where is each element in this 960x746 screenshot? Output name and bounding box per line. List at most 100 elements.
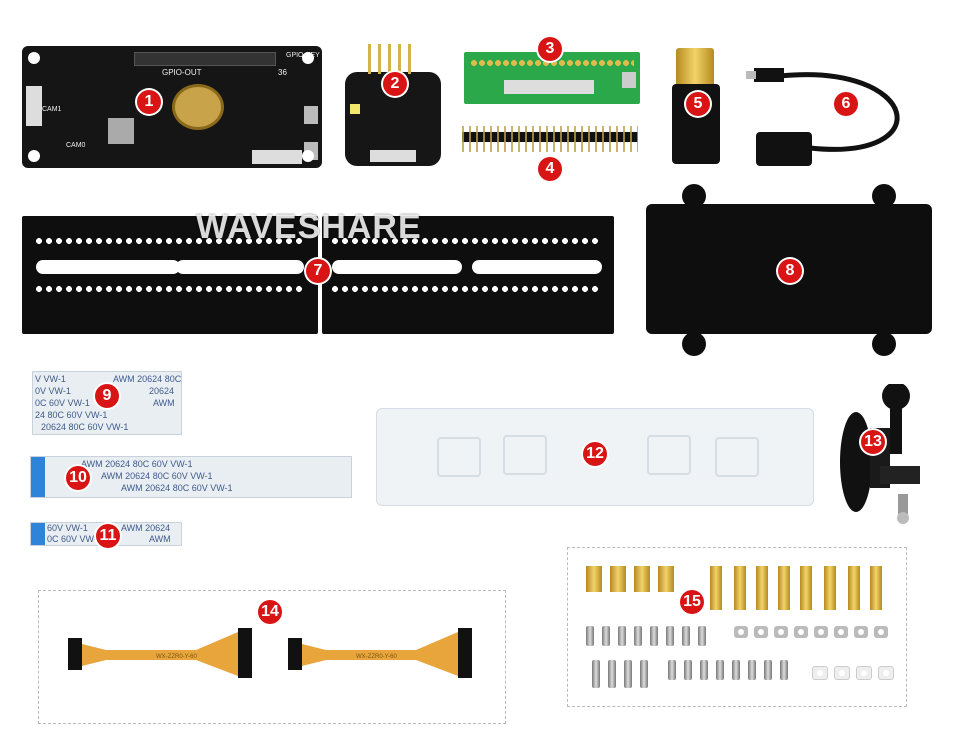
- battery-holder: [172, 84, 224, 130]
- mount-hole: [302, 150, 314, 162]
- acrylic-cutout: [715, 437, 759, 477]
- hardware-group-frame: [567, 547, 907, 707]
- mount-plate-tab: [872, 332, 896, 356]
- ribbon-text: 24 80C 60V VW-1: [35, 410, 108, 420]
- sd-slot: [108, 118, 134, 144]
- screw-long: [640, 660, 648, 688]
- acrylic-cutout: [503, 435, 547, 475]
- mount-plate-tab: [682, 332, 706, 356]
- hex-nut: [854, 626, 868, 638]
- pad-row: [470, 58, 634, 68]
- ribbon-text: AWM: [153, 398, 175, 408]
- slot: [332, 260, 462, 274]
- hex-nut: [874, 626, 888, 638]
- standoff-long: [710, 566, 722, 610]
- acrylic-plate: [376, 408, 814, 506]
- adapter-group-frame: [38, 590, 506, 724]
- standoff-long: [870, 566, 882, 610]
- badge-6: 6: [834, 92, 858, 116]
- nylon-nut: [812, 666, 828, 680]
- badge-15: 15: [680, 590, 704, 614]
- standoff-short: [658, 566, 674, 592]
- screw: [780, 660, 788, 680]
- flex-adapter-right: WX-ZZR0-Y-60: [288, 628, 472, 678]
- screw: [716, 660, 724, 680]
- ribbon-text: V VW-1: [35, 374, 66, 384]
- badge-13: 13: [861, 430, 885, 454]
- standoff-long: [756, 566, 768, 610]
- screw: [634, 626, 642, 646]
- hex-nut: [814, 626, 828, 638]
- mount-plate-tab: [682, 184, 706, 208]
- ffc-connector: [504, 80, 594, 94]
- nylon-nut: [856, 666, 872, 680]
- led: [350, 104, 360, 114]
- standoff-long: [778, 566, 790, 610]
- hex-nut: [834, 626, 848, 638]
- hex-nut: [734, 626, 748, 638]
- standoff-long: [734, 566, 746, 610]
- hole-row: [36, 238, 302, 244]
- hole-row: [36, 286, 302, 292]
- standoff-long: [800, 566, 812, 610]
- screw-long: [624, 660, 632, 688]
- cam0-connector: [252, 150, 302, 164]
- ffc-connector: [370, 150, 416, 162]
- mount-hole: [302, 52, 314, 64]
- adapter-label: WX-ZZR0-Y-60: [356, 654, 397, 660]
- ribbon-tip: [31, 457, 45, 497]
- screw: [668, 660, 676, 680]
- screw: [684, 660, 692, 680]
- ribbon-text: AWM 20624 80C: [113, 374, 182, 384]
- screw: [586, 626, 594, 646]
- screw-long: [592, 660, 600, 688]
- ribbon-text: 20624: [149, 386, 175, 396]
- ribbon-tip: [31, 523, 45, 545]
- ribbon-text: 0C 60V VW-1: [35, 398, 90, 408]
- screw: [732, 660, 740, 680]
- ribbon-text: AWM 20624 80C 60V VW-1: [81, 459, 193, 469]
- mount-plate-long-right: [322, 216, 614, 334]
- hex-nut: [794, 626, 808, 638]
- hdmi-plug: [676, 48, 714, 88]
- hole-row: [332, 286, 602, 292]
- cam1-connector: [26, 86, 42, 126]
- slot: [176, 260, 304, 274]
- pins: [462, 126, 638, 152]
- mount-hole: [28, 52, 40, 64]
- badge-12: 12: [583, 442, 607, 466]
- badge-2: 2: [383, 72, 407, 96]
- ribbon-text: AWM 20624: [121, 523, 171, 533]
- adapter-label: WX-ZZR0-Y-60: [156, 654, 197, 660]
- standoff-long: [824, 566, 836, 610]
- screw: [602, 626, 610, 646]
- gopro-mount: [840, 384, 920, 524]
- badge-11: 11: [96, 524, 120, 548]
- gpio-header: [134, 52, 276, 66]
- badge-5: 5: [686, 92, 710, 116]
- nylon-nut: [834, 666, 850, 680]
- slot: [36, 260, 180, 274]
- screw: [682, 626, 690, 646]
- acrylic-cutout: [437, 437, 481, 477]
- screw: [650, 626, 658, 646]
- mount-plate-tab: [872, 184, 896, 208]
- badge-1: 1: [137, 90, 161, 114]
- screw: [764, 660, 772, 680]
- ribbon-text: 20624 80C 60V VW-1: [41, 422, 129, 432]
- pin-header-strip: [462, 126, 638, 152]
- usb-otg-cable: [746, 68, 900, 166]
- silk-cam0: CAM0: [66, 142, 86, 149]
- badge-4: 4: [538, 157, 562, 181]
- standoff-short: [610, 566, 626, 592]
- standoff-long: [848, 566, 860, 610]
- screw: [748, 660, 756, 680]
- ribbon-text: 0C 60V VW-1: [47, 534, 102, 544]
- mount-hole: [28, 150, 40, 162]
- nylon-nut: [878, 666, 894, 680]
- standoff-short: [586, 566, 602, 592]
- badge-9: 9: [95, 384, 119, 408]
- flex-adapter-left: WX-ZZR0-Y-60: [68, 628, 252, 678]
- pin-header: [368, 44, 418, 74]
- screw: [618, 626, 626, 646]
